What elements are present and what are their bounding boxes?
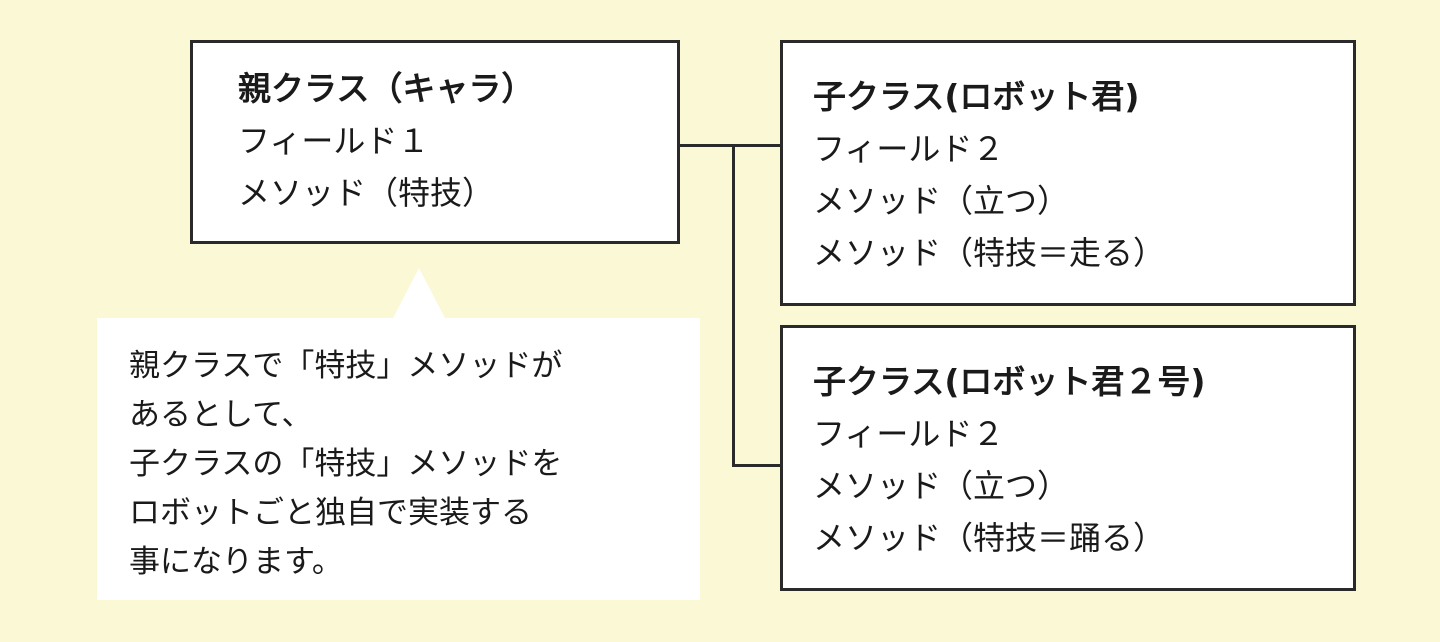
callout-line: 親クラスで「特技」メソッドが [129,348,563,384]
child-method-stand: メソッド（立つ） [813,467,1070,505]
connector-horizontal-child2 [732,464,780,467]
parent-class-title: 親クラス（キャラ） [238,69,535,108]
child-class-box-1: 子クラス(ロボット君) フィールド２ メソッド（立つ） メソッド（特技＝走る） [780,40,1356,306]
callout-line: 子クラスの「特技」メソッドを [129,446,563,482]
child-method-skill: メソッド（特技＝踊る） [813,519,1166,557]
child-field: フィールド２ [813,415,1005,453]
callout-note: 親クラスで「特技」メソッドが あるとして、 子クラスの「特技」メソッドを ロボッ… [97,318,700,600]
parent-class-box: 親クラス（キャラ） フィールド１ メソッド（特技） [190,40,680,244]
child-method-skill: メソッド（特技＝走る） [813,234,1166,272]
callout-pointer [392,268,446,320]
connector-vertical [732,144,735,467]
child-method-stand: メソッド（立つ） [813,182,1070,220]
child-class-title: 子クラス(ロボット君) [813,77,1140,116]
callout-line: 事になります。 [129,544,343,580]
callout-line: あるとして、 [129,397,313,433]
child-field: フィールド２ [813,130,1005,168]
parent-method: メソッド（特技） [238,174,495,212]
connector-horizontal-parent [680,144,780,147]
child-class-box-2: 子クラス(ロボット君２号) フィールド２ メソッド（立つ） メソッド（特技＝踊る… [780,325,1356,591]
parent-field: フィールド１ [238,122,430,160]
callout-line: ロボットごと独自で実装する [129,495,532,531]
child-class-title: 子クラス(ロボット君２号) [813,362,1206,401]
